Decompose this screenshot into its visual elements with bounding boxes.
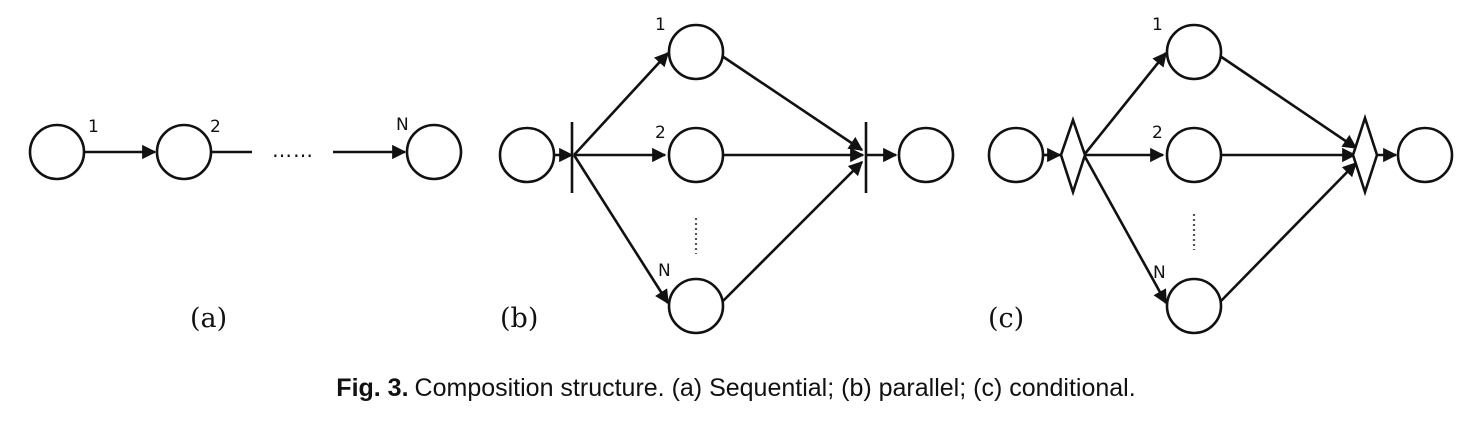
seq-node-n xyxy=(405,123,463,181)
figure-caption-text: Composition structure. (a) Sequential; (… xyxy=(414,374,1136,402)
par-node-2 xyxy=(667,126,725,184)
cond-edge-split-n xyxy=(1082,154,1168,305)
par-node-start xyxy=(498,126,556,184)
seq-edge-label-1: 1 xyxy=(88,117,99,137)
par-edge-join-n xyxy=(721,160,864,303)
panel-a-sequential: 1 2 N …… (a) xyxy=(28,115,463,334)
cond-edge-join-n xyxy=(1219,161,1358,303)
panel-b-sublabel: (b) xyxy=(500,303,538,334)
seq-ellipsis: …… xyxy=(272,138,314,162)
cond-node-end xyxy=(1396,126,1454,184)
par-branch-label-2: 2 xyxy=(655,123,666,143)
seq-edge-label-2: 2 xyxy=(210,117,221,137)
par-branch-label-n: N xyxy=(658,261,671,281)
cond-edge-join-1 xyxy=(1219,54,1358,150)
panel-a-sublabel: (a) xyxy=(190,303,227,334)
cond-branch-label-n: N xyxy=(1153,263,1166,283)
panel-c-sublabel: (c) xyxy=(988,303,1024,334)
seq-node-1 xyxy=(155,123,213,181)
panel-c-conditional: 1 2 N (c) xyxy=(987,15,1454,335)
figure-label: Fig. 3. xyxy=(336,374,409,402)
seq-node-start xyxy=(28,123,86,181)
cond-branch-label-1: 1 xyxy=(1152,15,1163,35)
cond-node-start xyxy=(987,126,1045,184)
par-edge-split-n xyxy=(572,154,670,305)
figure-caption: Fig. 3.Composition structure. (a) Sequen… xyxy=(0,374,1472,403)
par-node-end xyxy=(897,126,955,184)
panel-b-parallel: 1 2 N (b) xyxy=(498,15,955,335)
cond-edge-split-1 xyxy=(1082,51,1168,156)
par-edge-split-1 xyxy=(573,51,669,156)
cond-split-diamond xyxy=(1059,115,1087,197)
cond-node-n xyxy=(1165,277,1223,335)
seq-edge-label-n: N xyxy=(396,115,409,135)
cond-node-1 xyxy=(1165,23,1223,81)
cond-join-diamond xyxy=(1351,113,1379,197)
par-edge-join-1 xyxy=(721,54,864,152)
par-node-1 xyxy=(667,23,725,81)
par-node-n xyxy=(667,277,725,335)
cond-branch-label-2: 2 xyxy=(1152,123,1163,143)
par-branch-label-1: 1 xyxy=(655,15,666,35)
cond-node-2 xyxy=(1165,126,1223,184)
